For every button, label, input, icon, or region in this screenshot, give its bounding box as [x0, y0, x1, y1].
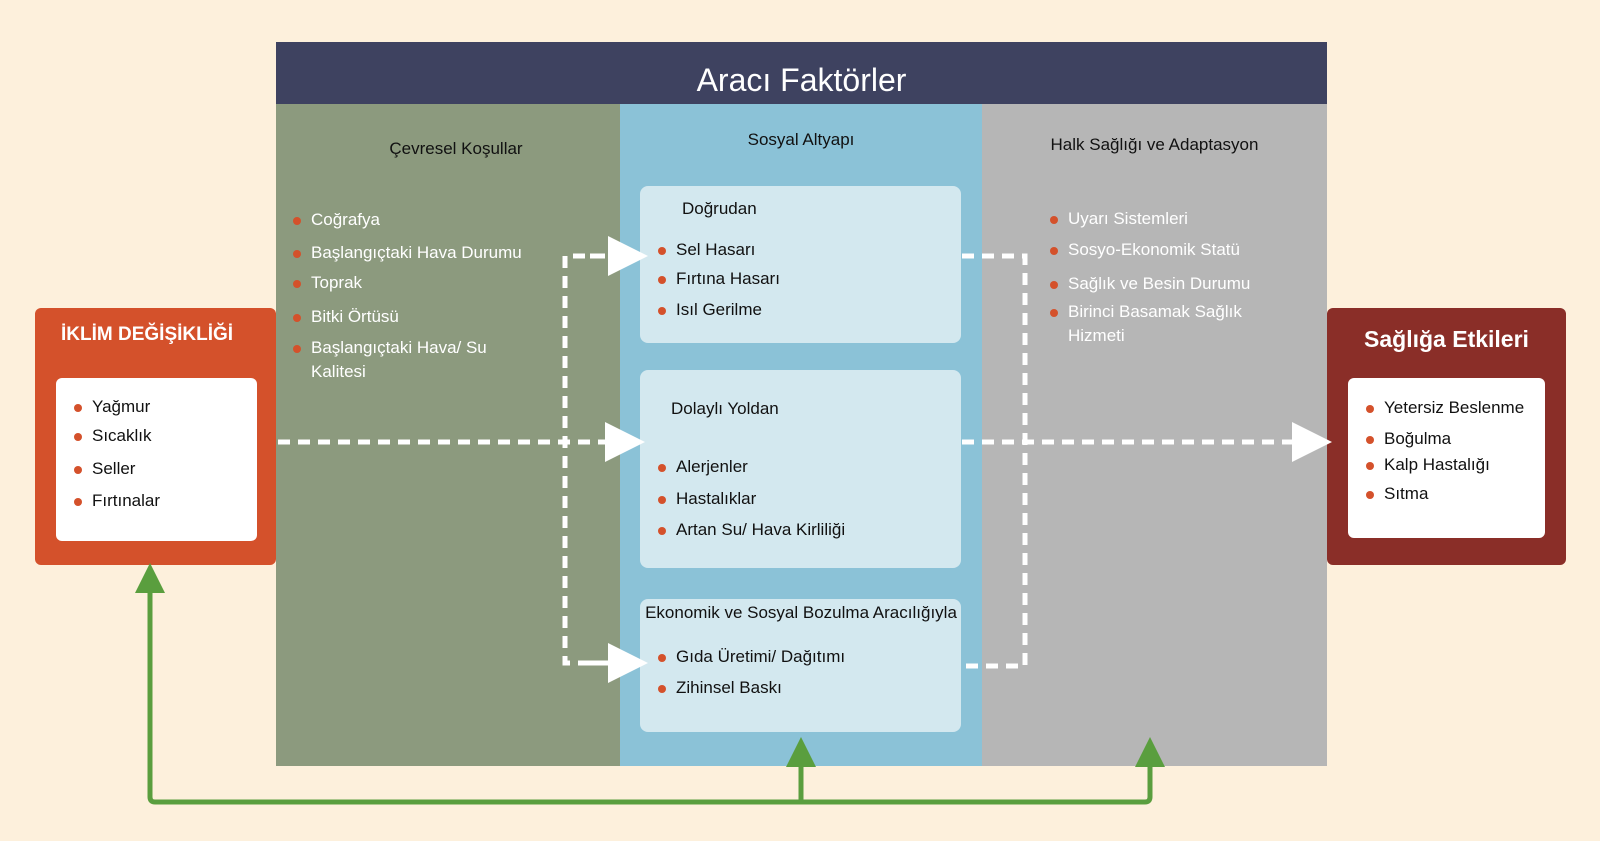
list-item: Boğulma	[1366, 427, 1451, 451]
list-item: Yağmur	[74, 395, 150, 419]
direct-card-title: Doğrudan	[682, 199, 757, 218]
direct-card	[640, 186, 961, 343]
environment-column	[276, 104, 620, 766]
list-item: Isıl Gerilme	[658, 298, 762, 322]
list-item: Sel Hasarı	[658, 238, 755, 262]
health-effects-title: Sağlığa Etkileri	[1364, 326, 1529, 352]
flow-line-right-branch	[962, 253, 1028, 669]
list-item: Bitki Örtüsü	[293, 305, 399, 329]
health-effects-inner	[1348, 378, 1545, 538]
list-item: Sağlık ve Besin Durumu	[1050, 272, 1250, 296]
flow-line-left-branch	[562, 253, 625, 666]
indirect-card	[640, 370, 961, 568]
list-item: Sıtma	[1366, 482, 1428, 506]
disruption-card-title: Ekonomik ve Sosyal Bozulma Aracılığıyla	[645, 603, 957, 622]
feedback-arrows	[135, 563, 1165, 805]
list-item: Yetersiz Beslenme	[1366, 396, 1524, 420]
list-item: Artan Su/ Hava Kirliliği	[658, 518, 845, 542]
list-item: Fırtınalar	[74, 489, 160, 513]
list-item: Fırtına Hasarı	[658, 267, 780, 291]
environment-heading: Çevresel Koşullar	[389, 139, 523, 158]
flow-arrows	[278, 236, 1332, 683]
list-item: Seller	[74, 457, 135, 481]
public-health-heading: Halk Sağlığı ve Adaptasyon	[1050, 135, 1259, 154]
climate-change-title: İKLİM DEĞİŞİKLİĞİ	[61, 324, 234, 345]
list-item: Zihinsel Baskı	[658, 676, 782, 700]
public-health-column	[982, 104, 1327, 766]
list-item: Hastalıklar	[658, 487, 756, 511]
list-item: Gıda Üretimi/ Dağıtımı	[658, 645, 845, 669]
list-item: Coğrafya	[293, 208, 380, 232]
list-item: Başlangıçtaki Hava/ Su Kalitesi	[293, 336, 533, 384]
climate-change-inner	[56, 378, 257, 541]
list-item: Başlangıçtaki Hava Durumu	[293, 241, 522, 265]
list-item: Sıcaklık	[74, 424, 152, 448]
list-item: Alerjenler	[658, 455, 748, 479]
list-item: Birinci Basamak Sağlık Hizmeti	[1050, 300, 1280, 348]
list-item: Toprak	[293, 271, 362, 295]
indirect-card-title: Dolaylı Yoldan	[671, 399, 779, 418]
page-title: Aracı Faktörler	[276, 42, 1327, 104]
feedback-line-base	[147, 580, 1153, 805]
list-item: Kalp Hastalığı	[1366, 453, 1490, 477]
disruption-card	[640, 599, 961, 732]
social-heading: Sosyal Altyapı	[747, 130, 855, 149]
page-title-text: Aracı Faktörler	[696, 61, 907, 98]
list-item: Sosyo-Ekonomik Statü	[1050, 238, 1240, 262]
list-item: Uyarı Sistemleri	[1050, 207, 1188, 231]
